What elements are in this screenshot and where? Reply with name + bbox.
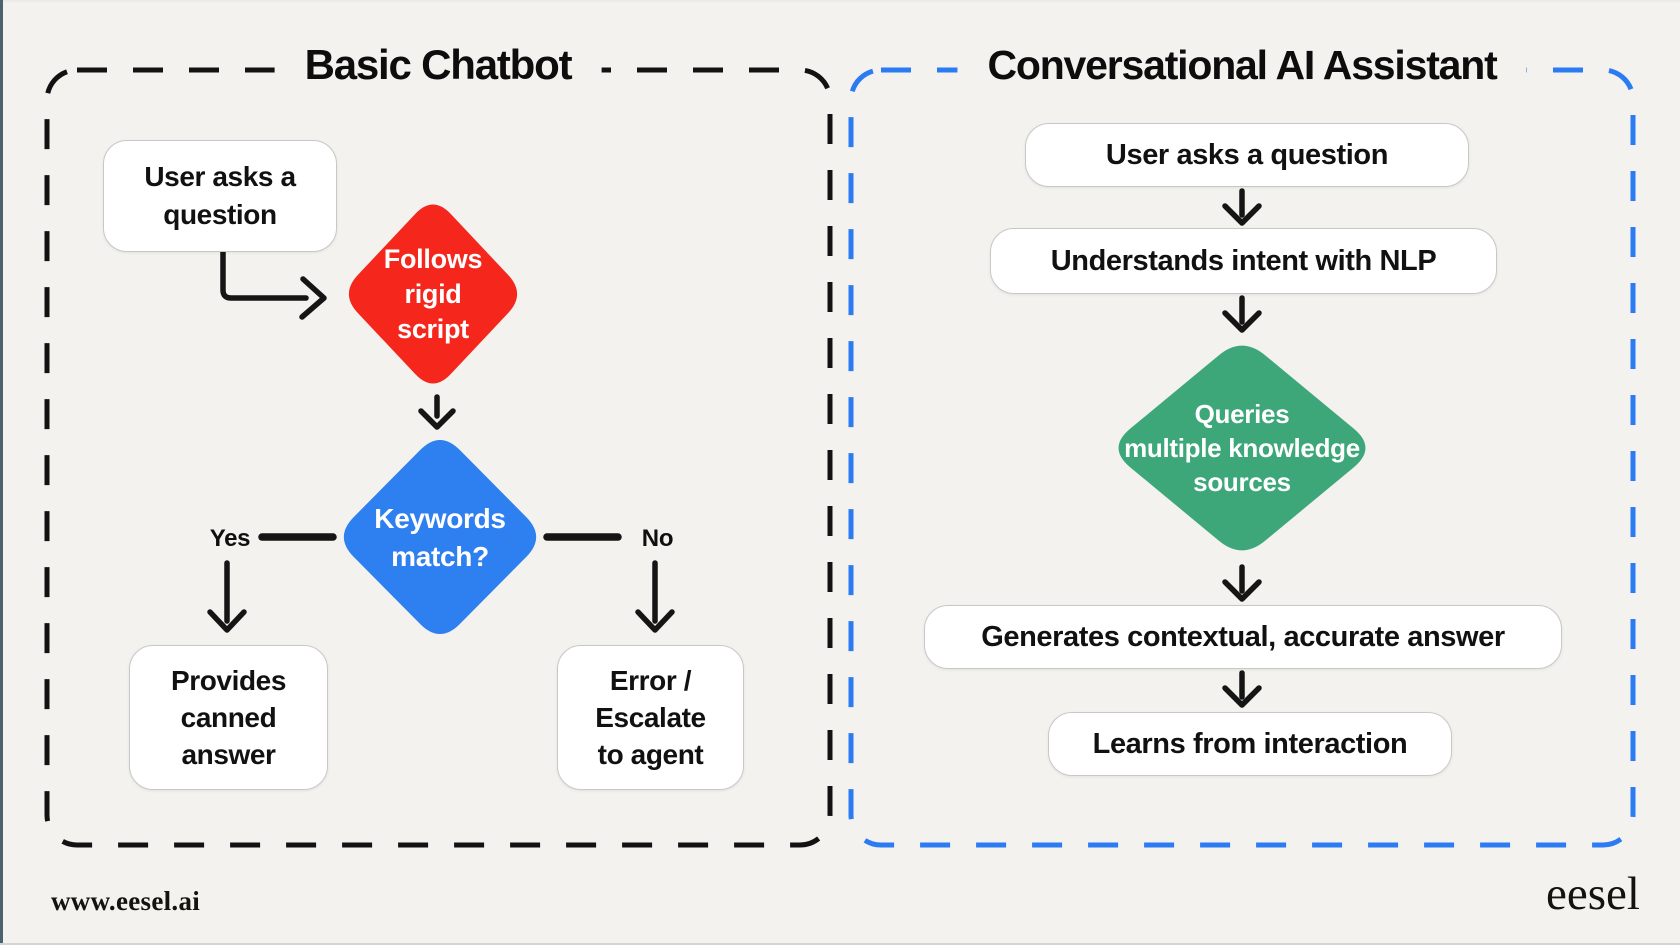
node-provides-canned-answer: Provides canned answer [129, 645, 328, 790]
arrowhead-no-branch [635, 609, 675, 633]
arrowhead-generates-to-learns [1222, 685, 1262, 708]
arrowhead-nlp-to-queries [1222, 310, 1262, 333]
arrowhead-question-to-nlp [1222, 203, 1262, 226]
node-error-escalate: Error / Escalate to agent [557, 645, 744, 790]
arrow-elbow-start-to-script [220, 246, 309, 301]
node-user-question-left: User asks a question [103, 140, 337, 252]
arrowhead-elbow [299, 276, 327, 320]
arrowhead-yes-branch [207, 609, 247, 633]
blue-diamond-shape [343, 439, 537, 635]
node-understands-intent: Understands intent with NLP [990, 228, 1497, 294]
branch-label-yes: Yes [209, 525, 251, 552]
node-user-question-right: User asks a question [1025, 123, 1469, 187]
arrowhead-script-to-keywords [418, 408, 456, 430]
left-panel-title: Basic Chatbot [274, 36, 602, 94]
red-diamond-shape [348, 204, 518, 384]
footer-url: www.eesel.ai [51, 886, 201, 916]
arrow-group [207, 188, 1262, 708]
green-diamond-shape [1118, 345, 1366, 551]
branch-label-no: No [641, 525, 674, 552]
right-panel-title: Conversational AI Assistant [957, 36, 1527, 94]
left-edge-line [0, 0, 3, 945]
bottom-edge-line [0, 943, 1680, 945]
node-learns-interaction: Learns from interaction [1048, 712, 1452, 776]
top-edge-line [0, 0, 1680, 2]
brand-logo: eesel [1546, 868, 1640, 920]
node-generates-answer: Generates contextual, accurate answer [924, 605, 1562, 669]
arrowhead-queries-to-generates [1222, 579, 1262, 602]
